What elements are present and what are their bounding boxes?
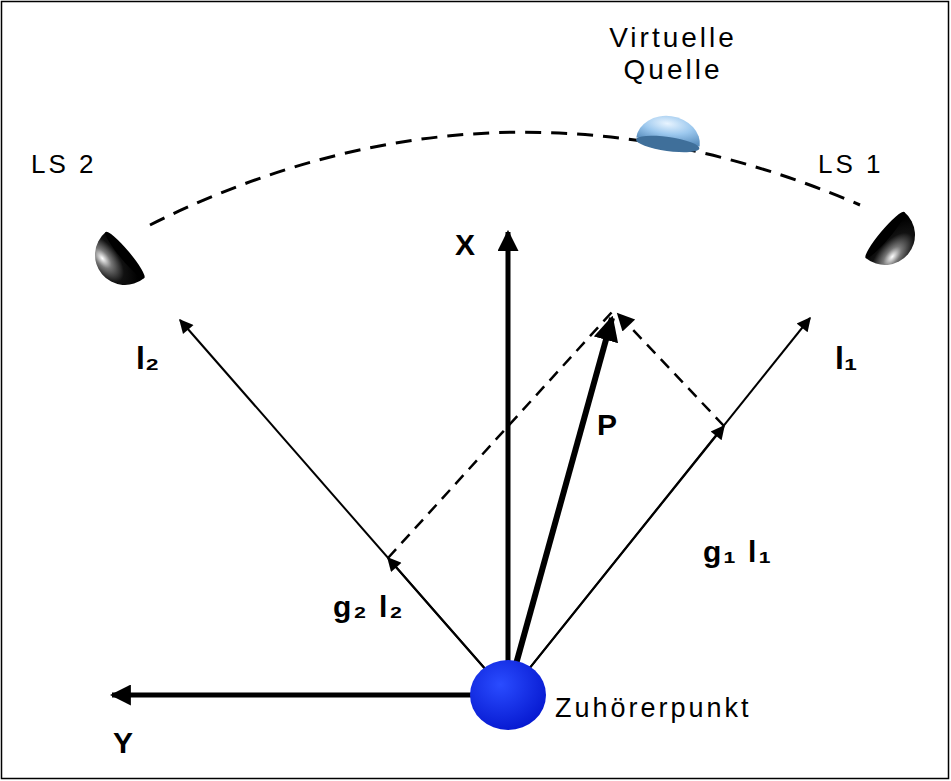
- loudspeaker-1: [862, 209, 927, 277]
- vector-label: g₂ l₂: [330, 590, 408, 625]
- x-axis: [506, 232, 511, 693]
- speaker-label: LS 2: [28, 150, 100, 180]
- vector-label: g₁ l₁: [700, 535, 776, 570]
- listener-point: [470, 660, 546, 730]
- projection-line: [618, 314, 724, 426]
- vector-p: [508, 318, 612, 693]
- axis-label: Y: [110, 726, 136, 761]
- vector-l1: [508, 318, 810, 695]
- source-label: Virtuelle Quelle: [585, 22, 761, 86]
- axis-label: X: [452, 228, 478, 263]
- vector-g1-l1: [508, 426, 724, 695]
- vector-l2: [180, 320, 508, 695]
- listener-label: Zuhörerpunkt: [552, 693, 755, 724]
- vector-label: P: [594, 408, 620, 443]
- speaker-arc: [150, 132, 860, 225]
- speaker-label: LS 1: [815, 150, 887, 180]
- virtual-source: [635, 112, 703, 156]
- vector-label: l₂: [133, 340, 162, 377]
- y-axis: [112, 693, 508, 698]
- loudspeaker-2: [83, 229, 148, 297]
- vector-label: l₁: [832, 340, 860, 377]
